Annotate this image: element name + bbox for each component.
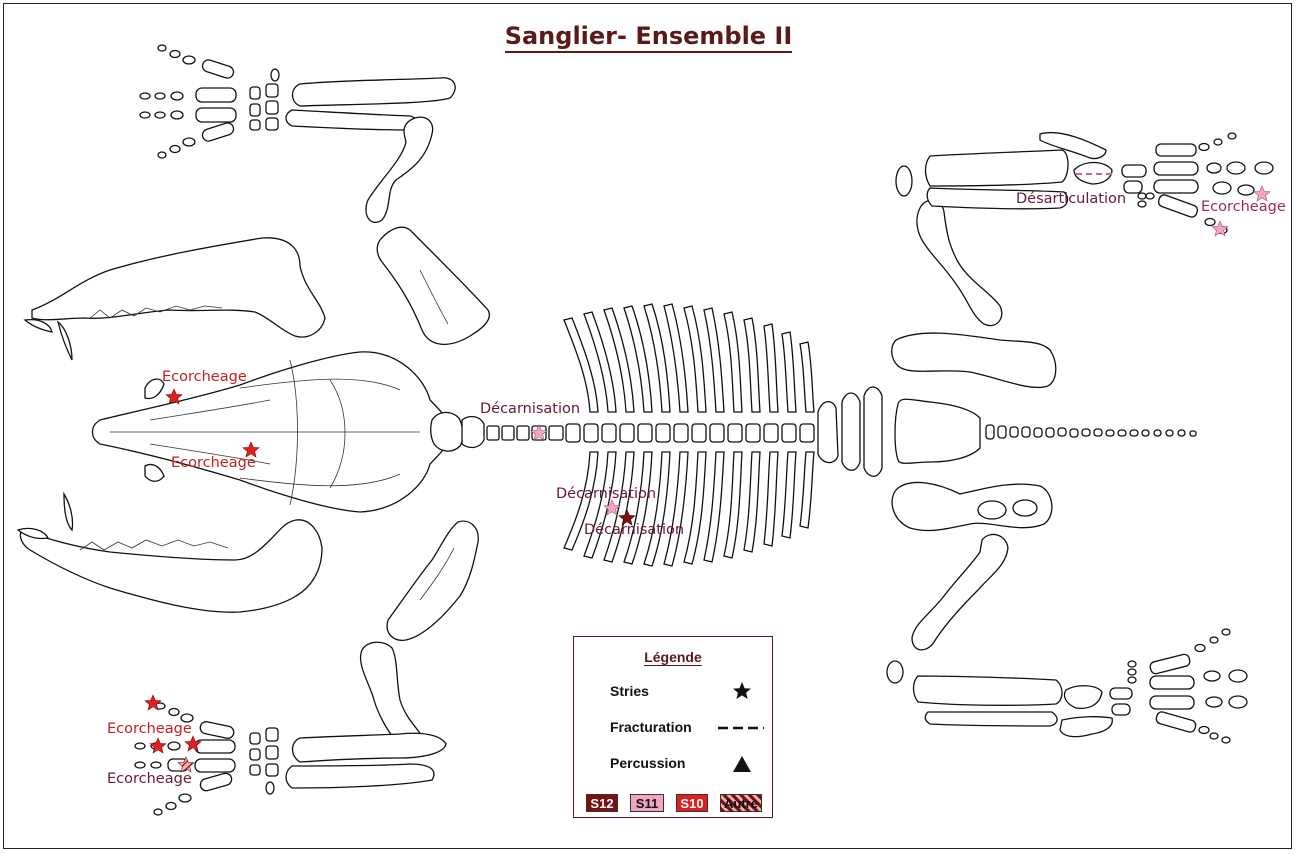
legend-box: Légende Stries Fracturation Percussion S… bbox=[573, 636, 773, 818]
legend-sample-s10: S10 bbox=[676, 794, 708, 812]
front-lower-carpals bbox=[250, 728, 278, 794]
annotation-hind-foot: Ecorcheage bbox=[1201, 199, 1286, 215]
hind-upper-pelvis bbox=[892, 333, 1056, 387]
triangle-icon bbox=[732, 755, 752, 773]
star-mark-s10-front-foot-2 bbox=[150, 738, 166, 753]
annotation-hind-joint: Désarticulation bbox=[1016, 191, 1126, 207]
legend-sample-s11: S11 bbox=[630, 794, 664, 812]
legend-title: Légende bbox=[574, 649, 772, 665]
upper-mandible bbox=[25, 238, 325, 360]
legend-sample-autre: Autre bbox=[720, 794, 762, 812]
annotation-rib-2: Décarnisation bbox=[584, 522, 684, 538]
hind-lower-femur bbox=[912, 534, 1008, 649]
skull bbox=[93, 352, 451, 512]
annotation-skull-lower: Ecorcheage bbox=[171, 455, 256, 471]
annotation-front-foot-2: Ecorcheage bbox=[107, 771, 192, 787]
annotation-rib-1: Décarnisation bbox=[556, 486, 656, 502]
legend-item-fracturation: Fracturation bbox=[610, 719, 692, 735]
annotation-vertebra: Décarnisation bbox=[480, 401, 580, 417]
hind-lower-leg bbox=[887, 482, 1247, 743]
legend-item-percussion: Percussion bbox=[610, 755, 685, 771]
front-upper-scapula bbox=[377, 227, 489, 344]
annotation-front-foot-1: Ecorcheage bbox=[107, 721, 192, 737]
hind-upper-femur bbox=[917, 200, 1002, 325]
lower-mandible bbox=[18, 494, 322, 612]
front-lower-scapula bbox=[387, 521, 478, 640]
hind-upper-leg bbox=[892, 133, 1273, 388]
legend-item-stries: Stries bbox=[610, 683, 649, 699]
front-upper-radius-ulna bbox=[293, 78, 456, 106]
front-upper-phalanges bbox=[140, 45, 236, 158]
star-icon bbox=[732, 681, 752, 701]
legend-sample-s12: S12 bbox=[586, 794, 618, 812]
sacrum bbox=[895, 399, 980, 463]
front-upper-carpals bbox=[250, 69, 279, 130]
front-upper-humerus bbox=[366, 117, 433, 222]
dashed-line-icon bbox=[718, 725, 764, 731]
annotation-skull-upper: Ecorcheage bbox=[162, 369, 247, 385]
